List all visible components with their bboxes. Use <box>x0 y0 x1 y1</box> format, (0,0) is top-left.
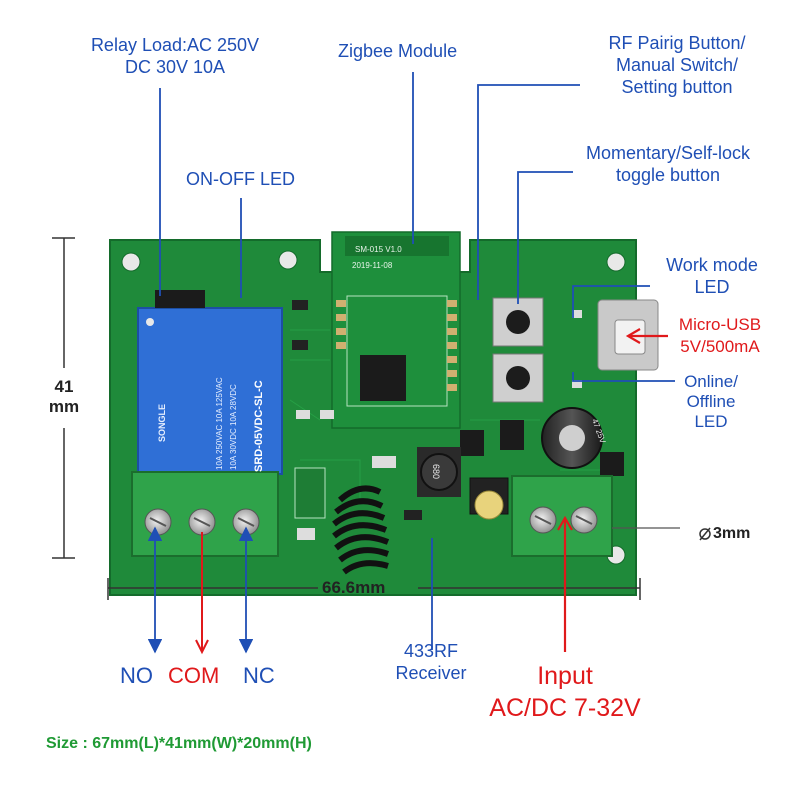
momentary-line-1: Momentary/Self-lock <box>585 143 751 163</box>
mount-hole <box>278 250 298 270</box>
input-line-1: Input <box>537 662 593 690</box>
zigbee-ic <box>360 355 406 401</box>
rf-button-line-1: RF Pairig Button/ <box>608 33 746 53</box>
electrolytic-capacitor <box>541 407 603 469</box>
zigbee-module-label: Zigbee Module <box>338 41 458 61</box>
input-line-2: AC/DC 7-32V <box>489 694 641 722</box>
relay-rating-1: 10A 250VAC 10A 125VAC <box>215 377 224 470</box>
rf-pairing-button[interactable] <box>492 297 544 347</box>
micro-usb-line-1: Micro-USB <box>678 315 762 334</box>
no-label: NO <box>120 663 153 688</box>
inductor-code: 680 <box>431 464 441 479</box>
rf-button-label: RF Pairig Button/ Manual Switch/ Setting… <box>582 32 772 98</box>
relay-load-line-1: Relay Load:AC 250V <box>90 35 260 55</box>
work-mode-line-1: Work mode <box>666 255 758 275</box>
zigbee-chip <box>336 295 457 407</box>
rf-receiver-line-2: Receiver <box>395 663 467 683</box>
input-label: Input AC/DC 7-32V <box>470 660 660 724</box>
size-spec: Size : 67mm(L)*41mm(W)*20mm(H) <box>46 735 312 752</box>
inductor <box>417 447 461 497</box>
module-print: SM-015 V1.0 <box>355 245 402 254</box>
momentary-toggle-button[interactable] <box>492 353 544 403</box>
rf-receiver-label: 433RF Receiver <box>376 640 486 684</box>
screw-icon <box>144 508 172 536</box>
relay-rating-2: 10A 30VDC 10A 28VDC <box>229 384 238 470</box>
rf-button-line-2: Manual Switch/ <box>615 55 739 75</box>
relay-model: SRD-05VDC-SL-C <box>253 380 265 472</box>
micro-usb-line-2: 5V/500mA <box>680 337 760 356</box>
height-unit: mm <box>48 397 80 416</box>
width-dimension-label: 66.6mm <box>322 578 386 597</box>
height-dimension <box>52 237 75 559</box>
relay-load-line-2: DC 30V 10A <box>124 57 226 77</box>
screw-icon <box>570 506 598 534</box>
input-terminal-block <box>511 475 613 557</box>
momentary-label: Momentary/Self-lock toggle button <box>560 142 776 186</box>
work-mode-label: Work mode LED <box>648 254 776 298</box>
screw-icon <box>188 508 216 536</box>
components <box>292 300 624 540</box>
com-leader <box>195 532 209 655</box>
online-line-3: LED <box>694 412 728 431</box>
width-dimension <box>107 578 641 600</box>
screw-icon <box>529 506 557 534</box>
leader-lines <box>147 72 675 654</box>
online-line-1: Online/ <box>684 372 738 391</box>
relay-terminal-block <box>131 471 279 557</box>
com-label: COM <box>168 663 220 688</box>
work-mode-line-2: LED <box>694 277 730 297</box>
rf-receiver-line-1: 433RF <box>403 641 459 661</box>
nc-label: NC <box>243 663 275 688</box>
hole-size-label: 3mm <box>713 525 751 542</box>
rf-antenna <box>332 485 390 575</box>
module-date: 2019-11-08 <box>352 261 393 270</box>
mount-hole <box>121 252 141 272</box>
relay-load-label: Relay Load:AC 250V DC 30V 10A <box>60 34 290 78</box>
micro-usb-label: Micro-USB 5V/500mA <box>664 314 776 358</box>
online-led-label: Online/ Offline LED <box>670 372 752 432</box>
relay <box>137 290 283 475</box>
online-line-2: Offline <box>686 392 736 411</box>
relay-brand: SONGLE <box>157 404 167 442</box>
input-arrow <box>557 515 573 652</box>
height-dimension-label: 41 mm <box>40 377 88 417</box>
rf-button-line-3: Setting button <box>621 77 733 97</box>
momentary-line-2: toggle button <box>615 165 721 185</box>
onoff-led-label: ON-OFF LED <box>186 169 296 189</box>
small-capacitor <box>469 477 509 520</box>
height-value: 41 <box>54 377 74 396</box>
diameter-icon <box>699 527 711 541</box>
mount-hole <box>606 252 626 272</box>
usb-arrow <box>625 328 668 344</box>
